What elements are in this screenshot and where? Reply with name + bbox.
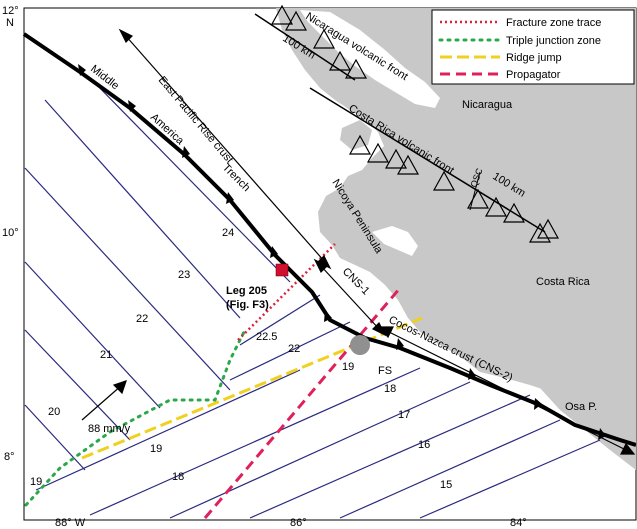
rate-arrow [81,384,123,421]
volcanoes [270,4,560,243]
isochron-line [24,329,131,441]
cns1-arrow-head-top [313,258,329,274]
triple-junction-line [24,328,247,507]
isochron-label: 23 [178,269,190,281]
isochron-line [35,369,301,491]
trench-line [22,32,637,447]
isochrons [24,77,601,519]
cns1-arrow [319,264,381,331]
isochron-label: 24 [222,227,234,239]
isochron-label: 22 [136,313,148,325]
costa-rica-label: Costa Rica [536,276,591,288]
lat-10-label: 10° [2,227,19,239]
epr-arrow [124,34,326,263]
costa-rica-front-line [309,87,546,233]
legend-propagator-label: Propagator [506,69,561,81]
trench-tooth [468,368,476,380]
volcano-icon [270,4,294,25]
isochron-label: 15 [440,479,452,491]
trench-tooth [182,146,190,158]
rate-arrow-head [112,380,127,395]
isochron-line [249,394,531,519]
isochron-label: 19 [30,476,42,488]
isochron-line [229,321,351,381]
lat-12-label: 12° [2,5,19,17]
trench-tooth [270,246,278,258]
land-nicoya [318,190,415,272]
fs-marker [350,335,370,355]
land-nicaragua [276,8,636,470]
isochron-line [24,261,161,409]
trench-tooth [324,310,332,322]
volcano-icon [528,222,552,243]
isochron-line [419,439,601,519]
isochron-line [24,167,231,391]
cns2-arrow-head-bottom [620,442,636,455]
trench-tooth [226,192,234,204]
lon-84-label: 84° [510,517,527,529]
volcano-icon [284,10,308,31]
trench-tooth [534,398,542,410]
leg205-site-marker [275,263,289,277]
isochron-line [239,294,321,346]
epr-arrow-head-top [118,28,134,44]
isochron-line [24,404,86,471]
trench-tooth [396,338,404,350]
nicaragua-front-line [254,13,356,81]
trench-tooth [128,100,136,112]
isochron-label: 18 [172,471,184,483]
isochron-label: 22.5 [256,331,277,343]
figf3-label: (Fig. F3) [226,299,269,311]
isochron-line [169,381,471,519]
lake-nicaragua [300,10,440,108]
isochron-line [89,77,291,283]
cns2-arrow [384,329,631,453]
isochron-label: 19 [150,443,162,455]
trench-teeth [78,64,606,440]
qsc-line [469,171,481,211]
isochron-label: 20 [48,406,60,418]
volcano-icon [432,170,456,191]
volcano-icon [384,148,408,169]
fs-label: FS [378,365,392,377]
volcano-icon [312,28,336,49]
isochron-line [339,419,561,519]
trench [22,32,637,447]
isochron-label: 21 [100,349,112,361]
volcano-icon [366,142,390,163]
isochron-line [89,367,421,516]
leg205-label: Leg 205 [226,285,267,297]
volcano-icon [502,202,526,223]
rate-label: 88 mm/y [88,423,131,435]
isochron-label: 19 [342,361,354,373]
legend-fracture-label: Fracture zone trace [506,17,601,29]
lon-88-label: 88° W [55,517,86,529]
trench-tooth [78,64,86,76]
legend: Fracture zone trace Triple junction zone… [431,9,635,85]
arrows [81,28,636,455]
gulf-nicoya [372,226,418,256]
isochron-label: 22 [288,343,300,355]
lon-86-label: 86° [290,517,307,529]
osa-label: Osa P. [565,401,597,413]
lat-n-label: N [6,17,14,29]
isochron-label: 18 [384,383,396,395]
volcano-icon [344,58,368,79]
propagator-line [203,287,402,519]
legend-triple-label: Triple junction zone [506,35,601,47]
volcano-icon [396,154,420,175]
volcano-icon [484,196,508,217]
volcano-icon [536,218,560,239]
cns2-arrow-head-top [378,326,394,339]
isochron-label: 17 [398,409,410,421]
volcano-icon [348,134,372,155]
lat-8-label: 8° [4,451,15,463]
isochron-line [44,99,241,319]
isochron-label: 16 [418,439,430,451]
legend-ridge-label: Ridge jump [506,52,562,64]
nicaragua-label: Nicaragua [462,99,513,111]
volcano-icon [328,50,352,71]
